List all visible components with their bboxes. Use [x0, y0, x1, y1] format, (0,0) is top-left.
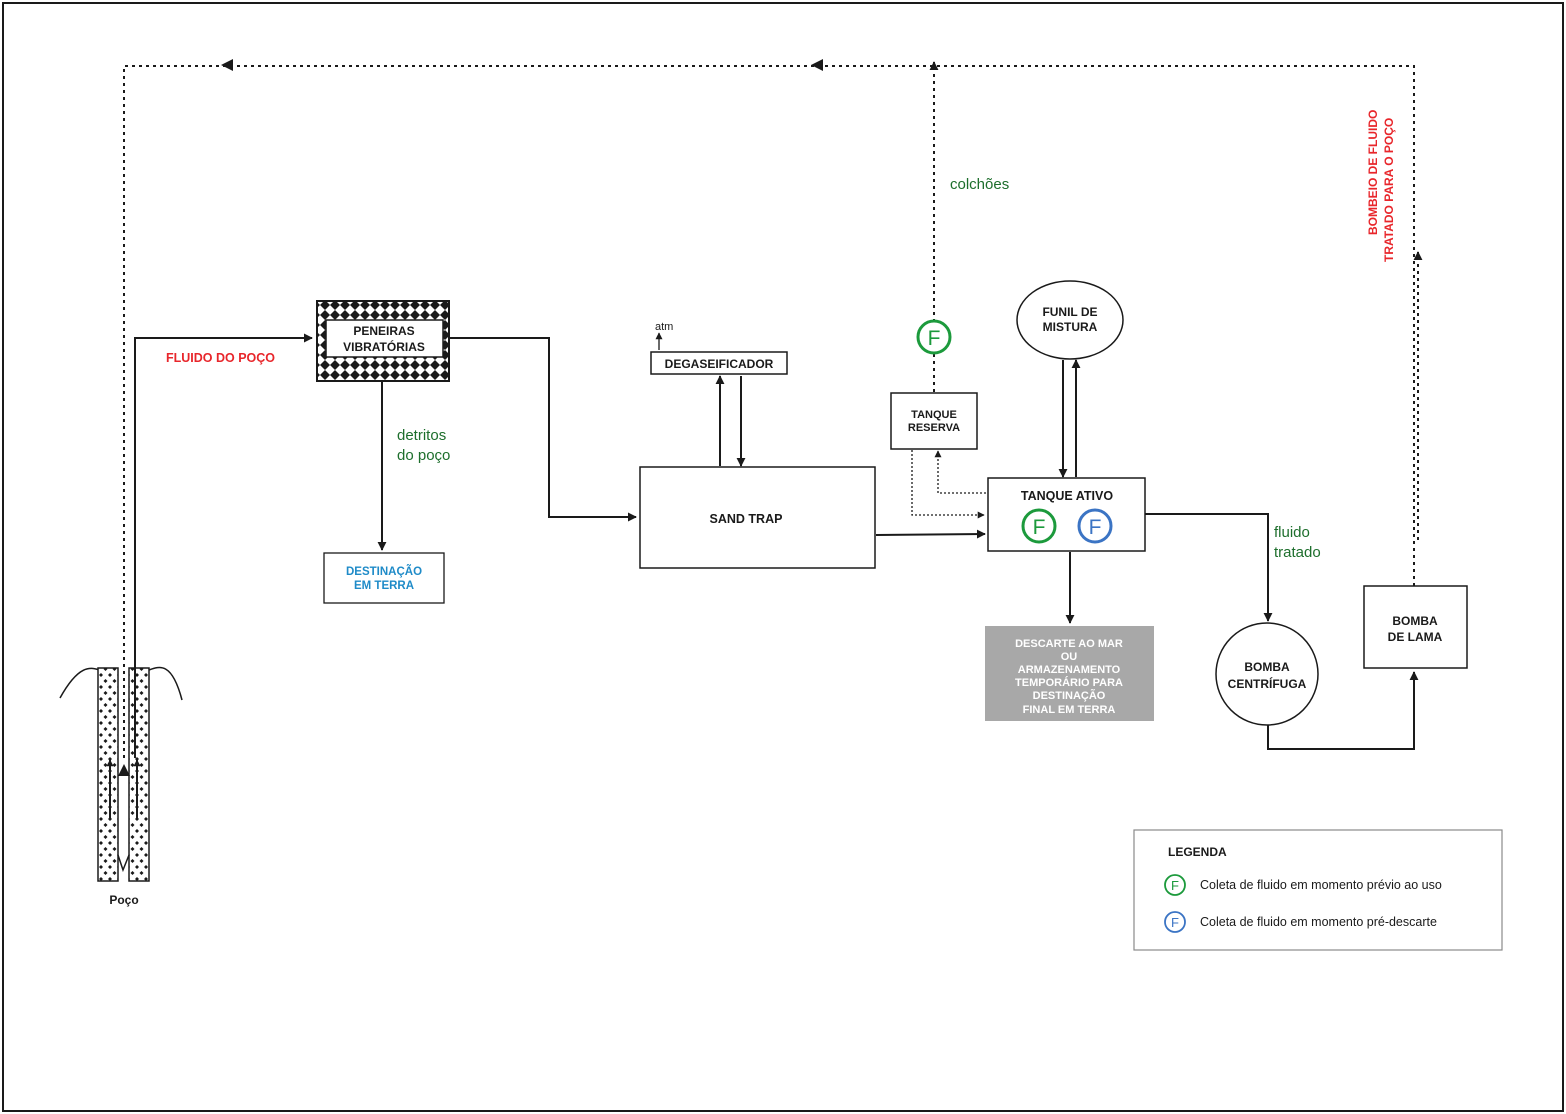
detritos-label-1: detritos [397, 427, 446, 444]
sand-trap-node: SAND TRAP [639, 466, 876, 569]
badge-circle [1077, 508, 1113, 544]
legend-item-green: Coleta de fluido em momento prévio ao us… [1200, 878, 1442, 892]
flow-peneiras-to-sandtrap [450, 337, 637, 522]
legend-blue-circle [1164, 911, 1186, 933]
degaseificador-box [650, 351, 788, 375]
tanque-ativo-label: TANQUE ATIVO [1021, 489, 1113, 503]
legend-item-blue: Coleta de fluido em momento pré-descarte [1200, 915, 1437, 929]
bombeio-label-1: BOMBEIO DE FLUIDO [1366, 110, 1380, 235]
peneiras-node: PENEIRAS VIBRATÓRIAS [316, 300, 450, 382]
funil-node: FUNIL DE MISTURA [1016, 280, 1124, 360]
tanque-ativo-box [987, 477, 1146, 552]
return-line-main [123, 65, 1415, 758]
tanque-reserva-box [890, 392, 978, 450]
legend-blue-letter: F [1171, 915, 1179, 930]
flow-lines [134, 332, 1419, 758]
down-arrowhead [118, 764, 130, 776]
badge-letter: F [928, 327, 941, 350]
fluido-tratado-label-2: tratado [1274, 544, 1321, 561]
funil-label-2: MISTURA [1043, 320, 1098, 334]
bomba-lama-node: BOMBA DE LAMA [1363, 585, 1468, 669]
sand-trap-box [639, 466, 876, 569]
peneiras-box [325, 319, 444, 358]
descarte-box [985, 626, 1154, 721]
poco-well [59, 666, 183, 882]
poco-label: Poço [109, 893, 138, 907]
descarte-label-2: OU [1061, 651, 1078, 663]
destinacao-label-1: DESTINAÇÃO [346, 565, 422, 578]
tanque-reserva-label-2: RESERVA [908, 422, 960, 434]
atm-label: atm [655, 321, 673, 333]
fluido-tratado-label-1: fluido [1274, 524, 1310, 541]
badge-circle [1021, 508, 1057, 544]
drill-bit [117, 854, 130, 873]
legend-box [1133, 829, 1503, 951]
peneiras-label-2: VIBRATÓRIAS [343, 339, 425, 354]
legend-green-letter: F [1171, 878, 1179, 893]
badge-green-colchoes: F [916, 319, 952, 355]
tanque-reserva-label-1: TANQUE [911, 409, 957, 421]
destinacao-node: DESTINAÇÃO EM TERRA [323, 552, 445, 604]
flow-ativo-to-centrifuga [1145, 513, 1273, 622]
return-lines [123, 61, 1423, 758]
badge-blue-ativo: F [1077, 508, 1113, 544]
bomba-lama-box [1363, 585, 1468, 669]
badge-letter: F [1089, 516, 1102, 539]
bomba-lama-label-2: DE LAMA [1388, 630, 1443, 644]
return-arrowhead-mid [811, 59, 823, 71]
flow-poco-to-peneiras [134, 333, 313, 758]
bomba-centrifuga-circle [1215, 622, 1319, 726]
degaseificador-label: DEGASEIFICADOR [665, 357, 774, 371]
bomba-centrifuga-label-1: BOMBA [1244, 660, 1290, 674]
descarte-label-5: DESTINAÇÃO [1033, 689, 1106, 702]
descarte-label-3: ARMAZENAMENTO [1018, 664, 1121, 676]
tanque-reserva-node: TANQUE RESERVA [890, 392, 978, 450]
fluido-do-poco-label: FLUIDO DO POÇO [166, 351, 275, 365]
destinacao-box [323, 552, 445, 604]
sand-trap-label: SAND TRAP [710, 512, 783, 526]
flow-centrifuga-to-lama [1267, 671, 1419, 750]
detritos-label-2: do poço [397, 447, 450, 464]
colchoes-label: colchões [950, 176, 1009, 193]
flow-reserva-to-ativo [911, 450, 985, 519]
ground-line [59, 666, 183, 701]
bomba-centrifuga-label-2: CENTRÍFUGA [1228, 676, 1307, 691]
badge-circle [916, 319, 952, 355]
reserva-ativo-lines [911, 450, 986, 519]
descarte-node: DESCARTE AO MAR OU ARMAZENAMENTO TEMPORÁ… [985, 626, 1154, 721]
degaseificador-node: DEGASEIFICADOR atm [650, 321, 788, 375]
flow-sandtrap-to-ativo [875, 529, 986, 539]
descarte-label-1: DESCARTE AO MAR [1015, 638, 1123, 650]
tanque-ativo-node: TANQUE ATIVO [987, 477, 1146, 552]
well-wall-left [97, 667, 119, 882]
legend-title: LEGENDA [1168, 845, 1227, 859]
descarte-label-4: TEMPORÁRIO PARA [1015, 676, 1123, 689]
bomba-lama-label-1: BOMBA [1392, 614, 1438, 628]
well-wall-right [128, 667, 150, 882]
legend-green-circle [1164, 874, 1186, 896]
bombeio-label-2: TRATADO PARA O POÇO [1382, 118, 1396, 262]
bomba-centrifuga-node: BOMBA CENTRÍFUGA [1215, 622, 1319, 726]
return-arrowhead-left [221, 59, 233, 71]
badge-letter: F [1033, 516, 1046, 539]
badge-green-ativo: F [1021, 508, 1057, 544]
legend: LEGENDA F Coleta de fluido em momento pr… [1133, 829, 1503, 951]
destinacao-label-2: EM TERRA [354, 580, 414, 592]
peneiras-label-1: PENEIRAS [353, 324, 414, 338]
funil-label-1: FUNIL DE [1042, 305, 1097, 319]
flow-ativo-to-reserva [934, 450, 986, 494]
funil-ellipse [1016, 280, 1124, 360]
descarte-label-6: FINAL EM TERRA [1023, 704, 1116, 716]
